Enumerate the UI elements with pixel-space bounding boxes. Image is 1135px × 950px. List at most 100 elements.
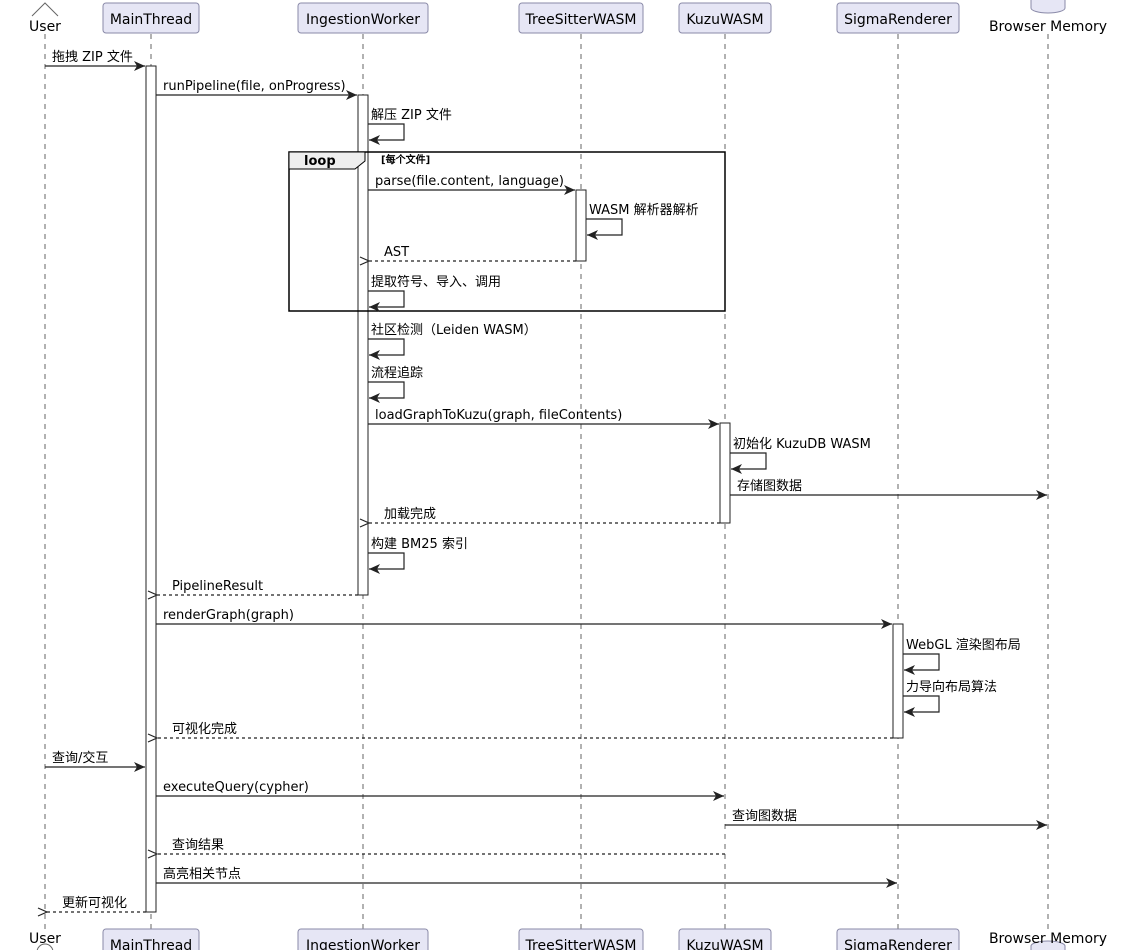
message-label: 查询/交互 <box>52 750 108 766</box>
participant-mainthread-top: MainThread <box>102 2 200 34</box>
participant-label: IngestionWorker <box>306 938 420 950</box>
message-16: renderGraph(graph) <box>156 608 892 629</box>
open-arrowhead <box>147 733 159 743</box>
message-label: 拖拽 ZIP 文件 <box>52 50 133 65</box>
activation-ts <box>575 189 587 262</box>
message-11: 初始化 KuzuDB WASM <box>730 437 871 474</box>
message-label: PipelineResult <box>172 579 263 594</box>
participant-label: KuzuWASM <box>686 12 763 28</box>
message-21: executeQuery(cypher) <box>156 780 724 801</box>
message-22: 查询图数据 <box>725 809 1047 830</box>
open-arrowhead <box>147 849 159 859</box>
participant-ingestionworker-top: IngestionWorker <box>297 2 429 34</box>
participant-user-top: User <box>29 2 61 35</box>
message-20: 查询/交互 <box>45 750 145 772</box>
message-label: 加载完成 <box>384 507 436 522</box>
self-message-arrow <box>368 381 405 403</box>
message-19: 可视化完成 <box>147 722 893 743</box>
self-message-arrow <box>368 123 405 145</box>
message-label: loadGraphToKuzu(graph, fileContents) <box>375 408 622 423</box>
participant-label: IngestionWorker <box>306 12 420 28</box>
message-label: 查询图数据 <box>732 809 797 824</box>
message-5: WASM 解析器解析 <box>586 203 699 240</box>
participant-treesitterwasm-top: TreeSitterWASM <box>518 2 644 34</box>
message-12: 存储图数据 <box>730 479 1047 500</box>
participant-treesitterwasm-bottom: TreeSitterWASM <box>518 928 644 950</box>
participant-user-bottom: User <box>29 931 61 950</box>
participant-label: User <box>29 19 61 35</box>
participant-label: SigmaRenderer <box>844 12 952 28</box>
message-13: 加载完成 <box>359 507 720 528</box>
loop-tab <box>288 151 366 170</box>
message-label: renderGraph(graph) <box>163 608 294 623</box>
participant-label: MainThread <box>110 12 192 28</box>
participant-browser-memory-bottom: Browser Memory <box>989 931 1107 950</box>
message-24: 高亮相关节点 <box>156 866 897 888</box>
activation-sigma <box>892 623 904 739</box>
message-3: 解压 ZIP 文件 <box>368 108 452 145</box>
participant-browser-memory-top: Browser Memory <box>989 0 1107 35</box>
open-arrowhead <box>147 590 159 600</box>
message-label: runPipeline(file, onProgress) <box>163 79 346 94</box>
participant-kuzuwasm-top: KuzuWASM <box>678 2 772 34</box>
participant-sigmarenderer-top: SigmaRenderer <box>836 2 960 34</box>
participant-sigmarenderer-bottom: SigmaRenderer <box>836 928 960 950</box>
message-18: 力导向布局算法 <box>903 679 997 717</box>
participant-ingestionworker-bottom: IngestionWorker <box>297 928 429 950</box>
loop-keyword: loop <box>304 154 336 169</box>
participant-label: KuzuWASM <box>686 938 763 950</box>
message-label: 初始化 KuzuDB WASM <box>733 437 871 452</box>
open-arrowhead <box>359 256 371 266</box>
self-message-arrow <box>586 218 623 240</box>
message-7: 提取符号、导入、调用 <box>368 274 501 312</box>
messages: 拖拽 ZIP 文件 runPipeline(file, onProgress) 解压… <box>37 50 1047 917</box>
activation-main <box>145 65 157 913</box>
message-label: WebGL 渲染图布局 <box>906 638 1021 653</box>
loop-frame-border <box>288 151 726 312</box>
actor-icon <box>31 2 59 17</box>
activation-worker <box>357 94 369 596</box>
message-label: parse(file.content, language) <box>375 174 564 189</box>
message-9: 流程追踪 <box>368 365 423 403</box>
message-label: 提取符号、导入、调用 <box>371 274 501 290</box>
message-10: loadGraphToKuzu(graph, fileContents) <box>368 408 719 429</box>
self-message-arrow <box>903 695 940 717</box>
participant-headers: UserUserMainThreadMainThreadIngestionWor… <box>29 0 1107 950</box>
participant-mainthread-bottom: MainThread <box>102 928 200 950</box>
loop-condition: [每个文件] <box>381 153 430 166</box>
message-label: 流程追踪 <box>371 365 423 381</box>
message-label: 构建 BM25 索引 <box>371 537 468 552</box>
message-label: 查询结果 <box>172 838 224 853</box>
participant-label: User <box>29 931 61 947</box>
database-icon <box>1030 940 1066 950</box>
self-message-arrow <box>368 290 405 312</box>
participant-label: Browser Memory <box>989 931 1107 947</box>
participant-label: TreeSitterWASM <box>525 938 637 950</box>
message-6: AST <box>359 245 576 266</box>
message-label: 社区检测（Leiden WASM） <box>371 322 537 338</box>
open-arrowhead <box>37 907 49 917</box>
message-1: 拖拽 ZIP 文件 <box>45 50 145 71</box>
participant-label: MainThread <box>110 938 192 950</box>
message-label: WASM 解析器解析 <box>589 203 699 218</box>
message-8: 社区检测（Leiden WASM） <box>368 322 537 360</box>
message-label: AST <box>384 245 409 260</box>
participant-label: TreeSitterWASM <box>525 12 637 28</box>
message-23: 查询结果 <box>147 838 725 859</box>
message-label: 解压 ZIP 文件 <box>371 108 452 123</box>
self-message-arrow <box>368 338 405 360</box>
self-message-arrow <box>903 653 940 675</box>
message-14: 构建 BM25 索引 <box>368 537 468 574</box>
activation-bars <box>145 65 904 913</box>
message-label: 力导向布局算法 <box>906 679 997 695</box>
actor-icon <box>36 943 54 950</box>
message-label: 可视化完成 <box>172 722 237 737</box>
message-label: 存储图数据 <box>737 479 802 494</box>
message-15: PipelineResult <box>147 579 358 600</box>
participant-kuzuwasm-bottom: KuzuWASM <box>678 928 772 950</box>
message-17: WebGL 渲染图布局 <box>903 638 1021 675</box>
message-2: runPipeline(file, onProgress) <box>156 79 357 100</box>
participant-label: SigmaRenderer <box>844 938 952 950</box>
participant-label: Browser Memory <box>989 19 1107 35</box>
message-label: 更新可视化 <box>62 895 127 911</box>
